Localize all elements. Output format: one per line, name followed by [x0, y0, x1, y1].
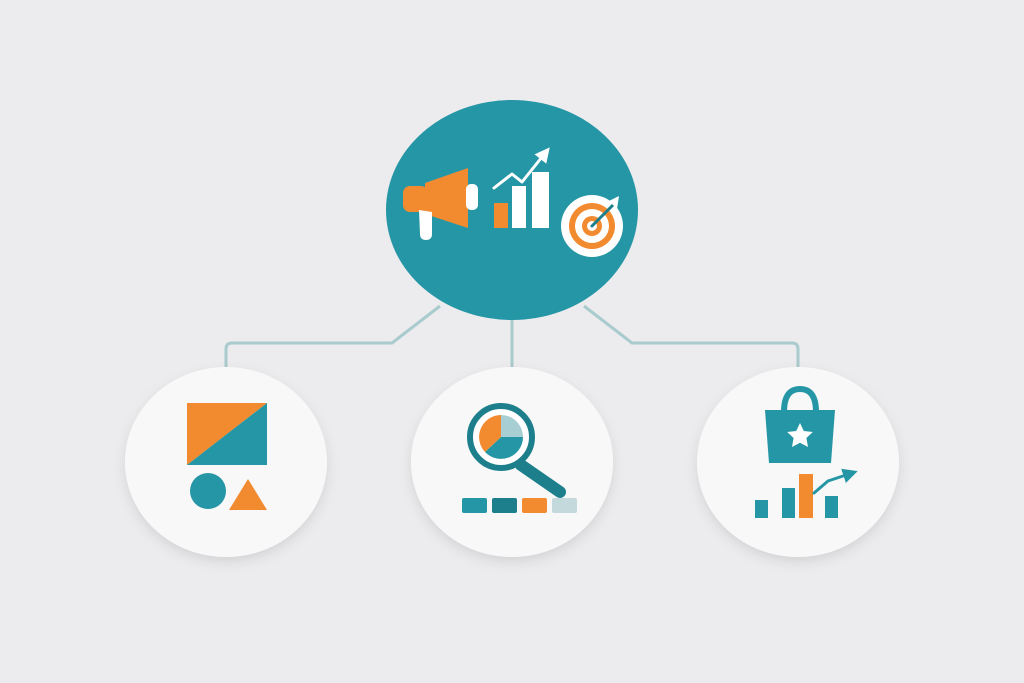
sales-growth-chart-icon: [755, 468, 858, 518]
connector-left: [224, 304, 441, 378]
child-node-brand: [125, 367, 327, 557]
megaphone-icon: [403, 168, 478, 240]
shopping-bag-star-icon: [765, 385, 835, 463]
triangle-icon: [229, 479, 267, 510]
root-node: [386, 100, 638, 320]
child-node-analytics: [411, 367, 613, 557]
growth-bar-chart-icon: [492, 147, 550, 228]
magnifier-pie-chart-icon: [467, 403, 566, 498]
connector-right: [583, 304, 800, 378]
color-swatch-bars-icon: [462, 498, 577, 513]
brand-shapes-icon: [187, 403, 267, 465]
circle-icon: [190, 473, 226, 509]
connector-lines: [224, 304, 800, 378]
target-dart-icon: [561, 195, 623, 257]
child-node-commerce: [697, 367, 899, 557]
